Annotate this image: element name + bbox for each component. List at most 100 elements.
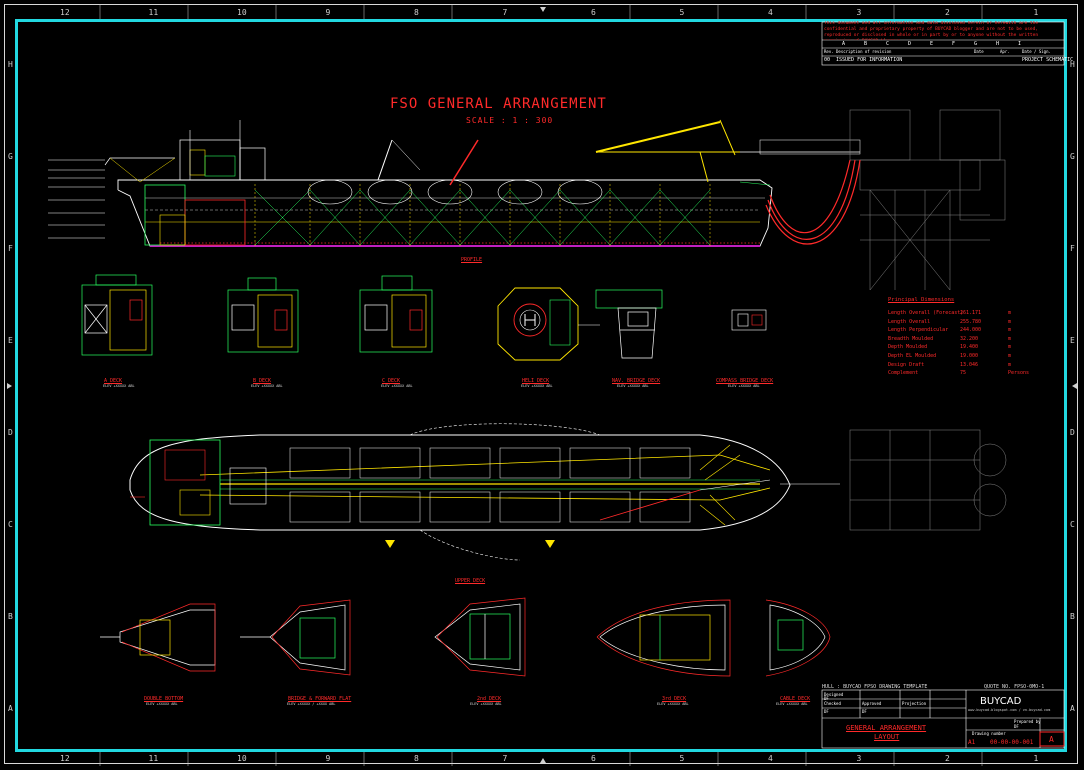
plan-bridge-forward-flat <box>240 599 351 676</box>
projection-label: Projection <box>902 701 927 706</box>
border-row-right-H: H <box>1070 60 1075 69</box>
border-row-left-F: F <box>8 244 13 253</box>
deck-plan-nav-bridge <box>595 289 663 359</box>
border-row-right-A: A <box>1070 704 1075 713</box>
border-center-markers <box>7 7 1077 763</box>
revision-letter: E <box>930 41 934 47</box>
view-label-a-deck: A DECK <box>104 378 123 384</box>
revision-letter: F <box>952 41 956 47</box>
border-col-bottom-12: 12 <box>60 754 70 763</box>
border-col-top-4: 4 <box>768 8 773 17</box>
dimension-value: 75 <box>960 370 967 377</box>
plan-3rd-deck <box>596 599 731 677</box>
drawing-title: FSO GENERAL ARRANGEMENT <box>390 96 607 112</box>
border-col-top-3: 3 <box>856 8 862 17</box>
border-row-left-C: C <box>8 520 13 529</box>
view-label-bridge-forward: BRIDGE & FORWARD FLAT <box>288 696 352 702</box>
dimension-unit: m <box>1008 327 1012 334</box>
view-label-upper-deck: UPPER DECK <box>455 578 486 584</box>
dimension-key: Depth EL Moulded <box>888 353 937 359</box>
format-size: A1 <box>968 739 976 746</box>
dimension-key: Complement <box>888 370 919 377</box>
border-col-bottom-3: 3 <box>856 754 862 763</box>
dimension-unit: Persons <box>1008 370 1030 377</box>
view-elev-bridge-forward: ELEV +XXXXX / +XXXX ABL <box>287 702 336 706</box>
border-row-right-B: B <box>1070 612 1075 621</box>
designed-value: DF <box>824 696 829 701</box>
border-col-top-10: 10 <box>237 8 247 17</box>
plan-cable-deck <box>765 599 831 677</box>
deck-plan-compass-bridge <box>731 309 767 331</box>
sheet-revision: A <box>1049 735 1054 744</box>
dimension-value: 19.400 <box>960 344 979 351</box>
view-label-c-deck: C DECK <box>382 378 401 384</box>
border-row-left-B: B <box>8 612 13 621</box>
dimension-unit: m <box>1008 310 1012 316</box>
border-row-left-H: H <box>8 60 13 69</box>
border-col-top-9: 9 <box>325 8 331 17</box>
view-label-cable-deck: CABLE DECK <box>780 696 811 702</box>
border-grid-ticks <box>99 4 983 766</box>
view-elev-heli-deck: ELEV +XXXXX ABL <box>521 384 553 388</box>
border-col-top-11: 11 <box>148 8 159 17</box>
dimension-key: Length Perpendicular <box>888 327 949 334</box>
dimension-key: Depth Moulded <box>888 344 928 351</box>
border-row-right-E: E <box>1070 336 1075 345</box>
border-col-bottom-11: 11 <box>148 754 159 763</box>
upper-deck-plan <box>129 423 840 561</box>
revision-letter: C <box>886 41 890 47</box>
border-row-left-E: E <box>8 336 13 345</box>
border-col-top-1: 1 <box>1033 8 1039 17</box>
confidentiality-note: This document and all information and da… <box>824 21 1039 40</box>
terminal-structure <box>849 109 1006 291</box>
deck-plan-heli-deck <box>497 287 600 361</box>
view-label-double-bottom: DOUBLE BOTTOM <box>144 696 184 702</box>
border-col-bottom-8: 8 <box>414 754 419 763</box>
view-elev-b-deck: ELEV +XXXXX ABL <box>251 384 283 388</box>
view-label-2nd-deck: 2nd DECK <box>477 696 502 702</box>
border-col-bottom-9: 9 <box>325 754 331 763</box>
designed-label: Designed <box>824 692 844 697</box>
drawing-inner-frame <box>15 19 1067 752</box>
view-elev-2nd-deck: ELEV +XXXXX ABL <box>470 702 502 706</box>
revision-header-cell: Date / Sign. <box>1022 49 1051 54</box>
riser-hoses <box>765 159 861 245</box>
principal-dimensions-heading: Principal Dimensions <box>888 297 955 303</box>
upper-deck-terminal <box>849 429 1007 531</box>
approved-value: DF <box>862 709 867 714</box>
view-elev-a-deck: ELEV +XXXXX ABL <box>103 384 135 388</box>
dimension-key: Length Overall (Forecast) <box>888 310 964 316</box>
sheet-rev-box <box>1039 731 1065 747</box>
revision-letter: I <box>1018 41 1022 47</box>
drawing-title-line-1: GENERAL ARRANGEMENT <box>846 724 927 732</box>
dimension-value: 32.200 <box>960 335 979 342</box>
dimension-value: 13.046 <box>960 361 979 368</box>
plan-2nd-deck <box>434 597 526 677</box>
drawing-outer-frame <box>4 4 1078 764</box>
revision-letter: A <box>842 41 846 47</box>
deck-plan-b-deck <box>227 277 299 353</box>
deck-plan-c-deck <box>359 275 433 353</box>
border-col-top-6: 6 <box>591 8 596 17</box>
revision-header-cell: Description of revision <box>836 49 892 54</box>
checked-label: Checked <box>824 701 841 706</box>
revision-header-cell: Apr. <box>1000 49 1010 54</box>
principal-dimension-row: Complement 75 Persons <box>888 370 1030 377</box>
border-row-left-A: A <box>8 704 13 713</box>
approved-label: Approved <box>862 701 882 706</box>
drawing-title-line-2: LAYOUT <box>874 733 900 741</box>
dimension-unit: m <box>1008 335 1012 342</box>
revision-letter: D <box>908 41 912 47</box>
title-block-lines <box>821 21 1065 749</box>
revision-desc: ISSUED FOR INFORMATION <box>836 57 903 63</box>
view-elev-3rd-deck: ELEV +XXXXX ABL <box>657 702 689 706</box>
view-elev-nav-bridge: ELEV +XXXXX ABL <box>617 384 649 388</box>
dimension-key: Length Overall <box>888 318 931 325</box>
border-row-right-F: F <box>1070 244 1075 253</box>
view-elev-c-deck: ELEV +XXXXX ABL <box>381 384 413 388</box>
